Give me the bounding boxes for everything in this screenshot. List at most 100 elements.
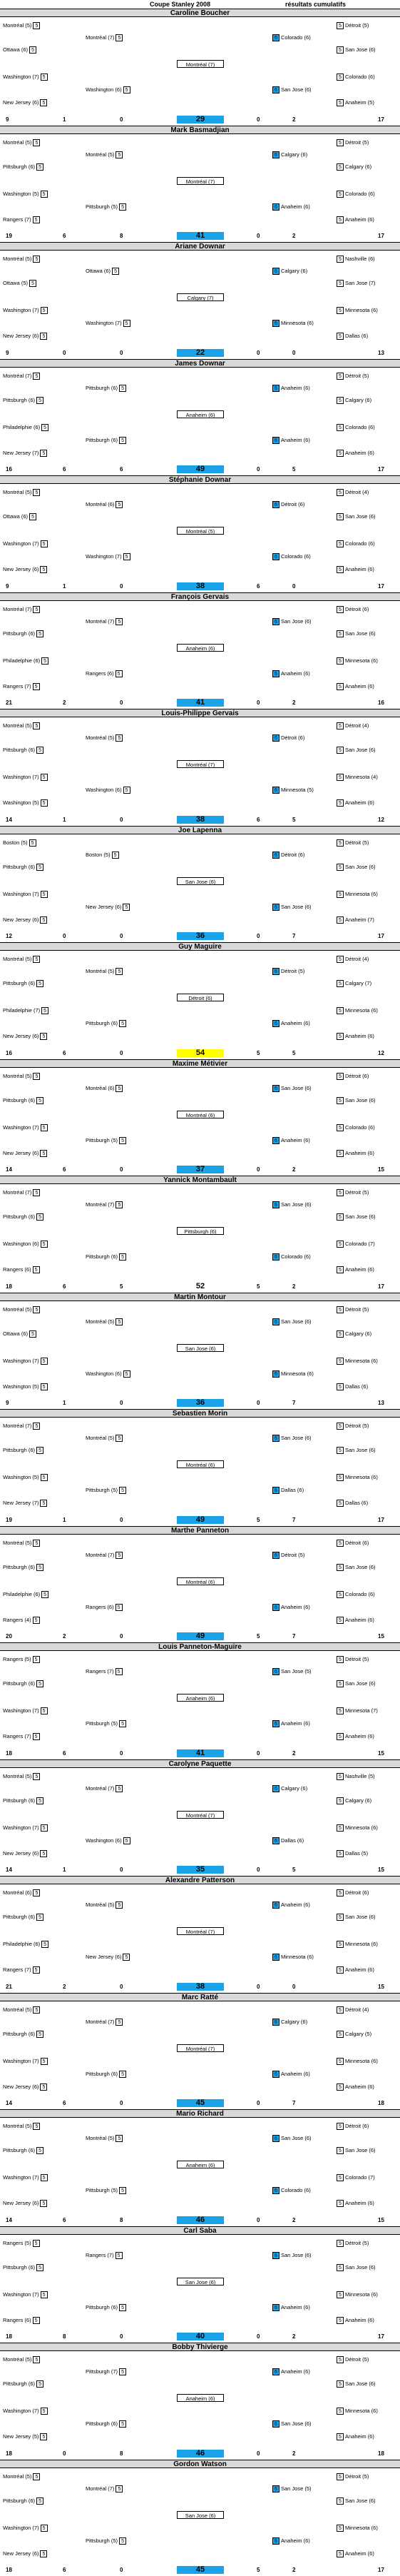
team-score-box: 5: [337, 99, 344, 107]
team-score-box: 5: [337, 2550, 344, 2557]
team-label: Colorado (6): [345, 1590, 375, 1597]
team-score-box: 5: [119, 2303, 127, 2311]
team-score-box: 6: [272, 2303, 280, 2311]
team-score-box: 5: [116, 2135, 123, 2143]
round-total: 2: [292, 1166, 296, 1173]
left-team: Rangers (6)5: [86, 670, 123, 677]
round-total: 8: [120, 2216, 123, 2223]
team-label: Washington (7): [3, 1707, 39, 1714]
team-score-box: 5: [32, 1733, 40, 1741]
left-team: Montréal (7)5: [86, 617, 123, 625]
team-label: Minnesota (6): [345, 657, 378, 664]
team-score-box: 6: [272, 1318, 280, 1325]
left-team: Washington (6)5: [86, 786, 130, 794]
round-total: 5: [292, 1867, 296, 1873]
left-team: Montréal (7)5: [3, 1422, 41, 1430]
left-team: Pittsburgh (6)5: [3, 1213, 44, 1221]
team-label: Montréal (5): [86, 968, 115, 974]
left-team: New Jersey (6)5: [3, 1032, 48, 1041]
left-team: Montréal (5)5: [3, 722, 41, 730]
team-score-box: 5: [337, 956, 344, 964]
team-label: Pittsburgh (6): [3, 747, 36, 753]
round-total: 0: [120, 1400, 123, 1406]
round-total: 2: [292, 2450, 296, 2457]
round-total: 19: [6, 1516, 12, 1523]
team-label: Calgary (6): [345, 1797, 372, 1804]
team-label: New Jersey (6): [3, 916, 39, 923]
round-total: 0: [63, 349, 66, 356]
team-score-box: 5: [29, 280, 37, 288]
final-pick: San Jose (6): [177, 2277, 224, 2285]
round-total: 18: [6, 2333, 12, 2340]
team-label: San Jose (6): [345, 1213, 376, 1220]
round-total: 7: [292, 1516, 296, 1523]
round-total: 0: [257, 1749, 260, 1757]
team-score-box: 6: [272, 734, 280, 742]
team-score-box: 5: [36, 2497, 44, 2505]
left-team: Pittsburgh (6)5: [86, 384, 127, 392]
participant-score: 38: [177, 582, 224, 590]
round-total: 15: [378, 1633, 384, 1640]
team-score-box: 5: [337, 1266, 344, 1274]
team-label: Anaheim (6): [281, 1901, 310, 1908]
left-team: Boston (5)5: [3, 839, 36, 847]
left-team: Pittsburgh (6)5: [3, 979, 44, 988]
team-score-box: 5: [116, 2018, 123, 2026]
team-label: Montréal (5): [3, 22, 32, 29]
final-pick: San Jose (6): [177, 1343, 224, 1352]
team-score-box: 6: [272, 384, 280, 392]
team-score-box: 5: [337, 1772, 344, 1780]
round-total: 6: [63, 2100, 66, 2106]
left-team: Pittsburgh (5)5: [86, 1719, 127, 1728]
team-score-box: 5: [337, 2356, 344, 2364]
left-team: Montréal (5)5: [86, 2134, 123, 2143]
participant-name: Marthe Panneton: [0, 1525, 400, 1535]
left-team: Montréal (5)5: [3, 1305, 41, 1313]
team-label: New Jersey (6): [3, 99, 39, 106]
team-score-box: 5: [36, 1914, 44, 1921]
team-label: Calgary (6): [281, 2018, 308, 2025]
team-label: Détroit (4): [345, 722, 369, 729]
participant-score: 52: [195, 1281, 205, 1290]
team-score-box: 5: [337, 22, 344, 30]
team-score-box: 5: [337, 216, 344, 223]
team-score-box: 5: [337, 280, 344, 288]
team-score-box: 5: [33, 722, 41, 730]
team-score-box: 6: [272, 436, 280, 444]
team-label: Washington (7): [3, 774, 39, 780]
team-score-box: 6: [272, 968, 280, 976]
team-score-box: 5: [337, 333, 344, 340]
round-total: 0: [120, 2100, 123, 2106]
round-total: 0: [120, 2333, 123, 2340]
left-team: Washington (7)5: [3, 306, 48, 315]
team-score-box: 5: [41, 1590, 49, 1598]
team-score-box: 5: [119, 1487, 127, 1495]
final-pick: Calgary (7): [177, 293, 224, 301]
left-team: Washington (7)5: [3, 773, 48, 782]
team-label: Montréal (5): [3, 2006, 32, 2013]
team-label: San Jose (6): [281, 2135, 312, 2141]
round-total: 17: [378, 2333, 384, 2340]
round-total: 14: [6, 816, 12, 823]
round-total: 5: [292, 466, 296, 473]
round-total: 14: [6, 1867, 12, 1873]
team-label: Anaheim (6): [345, 2200, 374, 2206]
team-label: San Jose (6): [345, 1680, 376, 1687]
team-label: New Jersey (7): [3, 1500, 39, 1506]
round-total: 1: [63, 1400, 66, 1406]
team-score-box: 5: [36, 1096, 44, 1104]
